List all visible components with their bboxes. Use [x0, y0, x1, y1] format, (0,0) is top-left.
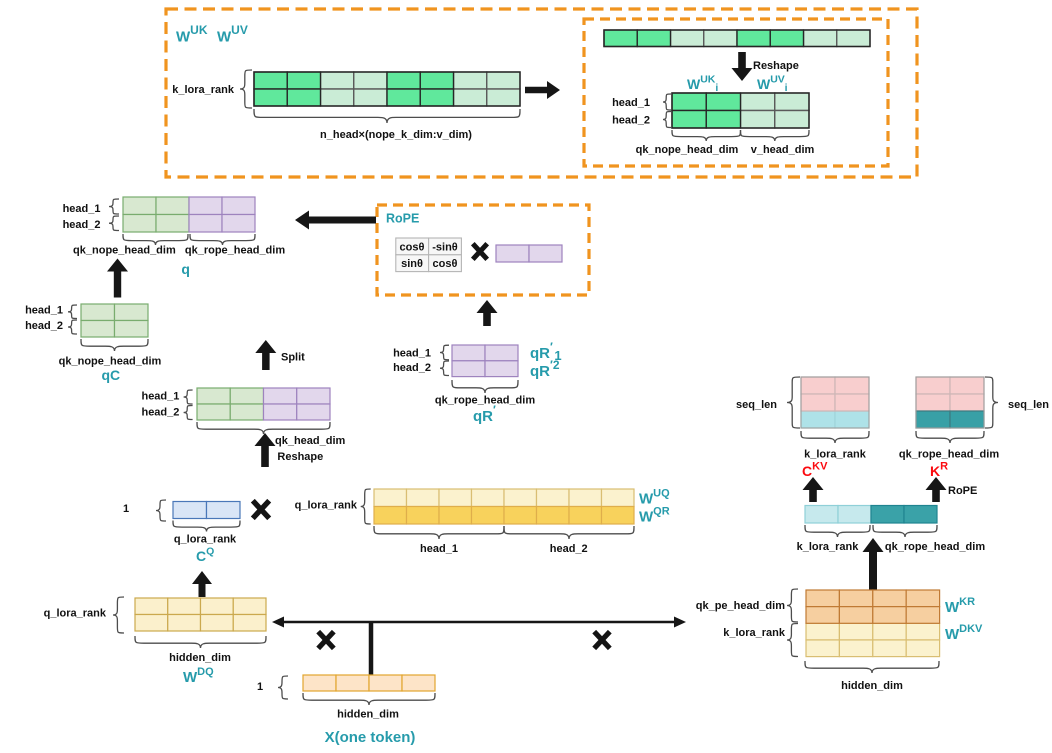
svg-text:qk_rope_head_dim: qk_rope_head_dim [899, 449, 999, 461]
svg-text:k_lora_rank: k_lora_rank [797, 541, 860, 553]
svg-text:qk_nope_head_dim: qk_nope_head_dim [59, 356, 162, 368]
svg-text:head_2: head_2 [550, 543, 588, 555]
svg-text:qk_rope_head_dim: qk_rope_head_dim [185, 245, 285, 257]
svg-text:qk_pe_head_dim: qk_pe_head_dim [696, 600, 785, 612]
svg-text:sinθ: sinθ [401, 258, 423, 270]
svg-text:hidden_dim: hidden_dim [337, 709, 399, 721]
svg-text:qk_head_dim: qk_head_dim [275, 435, 346, 447]
svg-text:head_1: head_1 [63, 203, 101, 215]
svg-text:qk_nope_head_dim: qk_nope_head_dim [73, 245, 176, 257]
svg-text:head_1: head_1 [612, 97, 650, 109]
svg-text:head_2: head_2 [63, 219, 101, 231]
svg-text:cosθ: cosθ [400, 242, 425, 254]
svg-text:seq_len: seq_len [736, 399, 777, 411]
svg-text:qC: qC [102, 367, 121, 383]
svg-text:k_lora_rank: k_lora_rank [804, 449, 867, 461]
svg-text:hidden_dim: hidden_dim [169, 652, 231, 664]
svg-text:k_lora_rank: k_lora_rank [172, 84, 235, 96]
svg-text:head_1: head_1 [25, 305, 63, 317]
svg-text:RoPE: RoPE [948, 485, 977, 497]
svg-text:head_2: head_2 [612, 114, 650, 126]
svg-text:qR′: qR′ [473, 403, 496, 425]
svg-text:q_lora_rank: q_lora_rank [44, 608, 107, 620]
svg-text:qk_rope_head_dim: qk_rope_head_dim [885, 541, 985, 553]
svg-text:head_1: head_1 [393, 348, 431, 360]
svg-text:cosθ: cosθ [433, 258, 458, 270]
svg-text:seq_len: seq_len [1008, 399, 1049, 411]
svg-text:1: 1 [257, 681, 263, 693]
svg-text:qk_rope_head_dim: qk_rope_head_dim [435, 395, 535, 407]
svg-text:head_2: head_2 [25, 320, 63, 332]
svg-text:k_lora_rank: k_lora_rank [723, 627, 786, 639]
svg-text:head_2: head_2 [393, 362, 431, 374]
svg-text:q_lora_rank: q_lora_rank [174, 534, 237, 546]
svg-text:Reshape: Reshape [277, 451, 323, 463]
svg-text:hidden_dim: hidden_dim [841, 680, 903, 692]
svg-text:Split: Split [281, 352, 305, 364]
svg-text:v_head_dim: v_head_dim [751, 144, 815, 156]
svg-text:head_1: head_1 [420, 543, 458, 555]
svg-text:X(one token): X(one token) [325, 729, 416, 746]
svg-text:Reshape: Reshape [753, 60, 799, 72]
svg-text:head_1: head_1 [141, 391, 179, 403]
svg-text:RoPE: RoPE [386, 212, 419, 226]
svg-text:head_2: head_2 [141, 407, 179, 419]
svg-text:qk_nope_head_dim: qk_nope_head_dim [636, 144, 739, 156]
svg-text:-sinθ: -sinθ [432, 242, 458, 254]
svg-text:q_lora_rank: q_lora_rank [295, 500, 358, 512]
svg-text:q: q [181, 261, 190, 277]
svg-text:1: 1 [123, 503, 129, 515]
svg-text:n_head×(nope_k_dim:v_dim): n_head×(nope_k_dim:v_dim) [320, 129, 472, 141]
